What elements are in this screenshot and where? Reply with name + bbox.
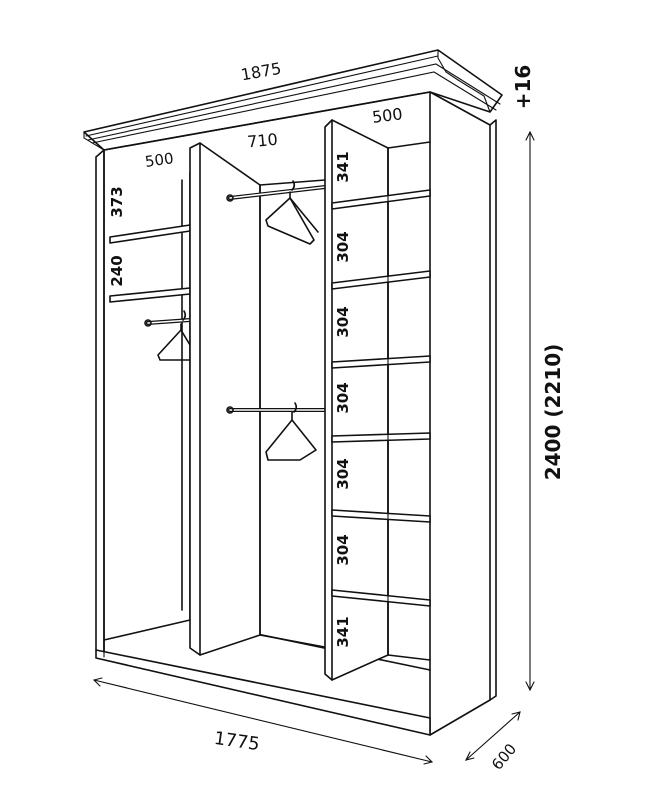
dimension-lines	[92, 130, 535, 765]
right-depth-label: 500	[371, 104, 404, 127]
top-width-label: 1875	[239, 59, 282, 85]
right-shelf-5	[331, 509, 431, 523]
right-shelf-dim-6: 304	[334, 534, 352, 565]
middle-compartment	[189, 142, 331, 656]
left-compartment	[109, 224, 192, 361]
right-shelf-dim-4: 304	[334, 382, 352, 413]
left-depth-label: 500	[144, 149, 175, 171]
right-shelf-dim-3: 304	[334, 306, 352, 337]
middle-hanger-lower-icon	[265, 402, 317, 461]
right-shelf-1	[331, 189, 431, 210]
depth-label: 600	[488, 740, 520, 774]
right-shelf-2	[331, 270, 431, 290]
right-shelf-dim-5: 304	[334, 458, 352, 489]
right-shelf-dim-7: 341	[334, 616, 352, 647]
left-shelf-gap-label: 240	[108, 255, 126, 286]
right-shelf-4	[331, 432, 431, 443]
left-shelf-top-label: 373	[108, 186, 126, 217]
right-shelf-6	[331, 589, 431, 607]
cornice	[83, 49, 503, 151]
left-shelf-1	[109, 224, 191, 244]
height-label: 2400 (2210)	[541, 344, 565, 481]
right-shelf-dim-2: 304	[334, 231, 352, 262]
carcass	[95, 91, 497, 736]
right-shelf-dim-1: 341	[334, 151, 352, 182]
middle-hanger-upper-icon	[265, 180, 319, 245]
left-shelf-2	[109, 287, 191, 303]
right-shelf-3	[331, 355, 431, 369]
left-hanger-icon	[157, 310, 191, 361]
cornice-label: +16	[511, 65, 535, 110]
dimension-labels: 1875 500 710 500 373 240 341 304 304 304…	[108, 59, 565, 774]
middle-width-label: 710	[246, 130, 278, 152]
width-label: 1775	[213, 728, 261, 755]
right-compartment	[324, 119, 431, 681]
